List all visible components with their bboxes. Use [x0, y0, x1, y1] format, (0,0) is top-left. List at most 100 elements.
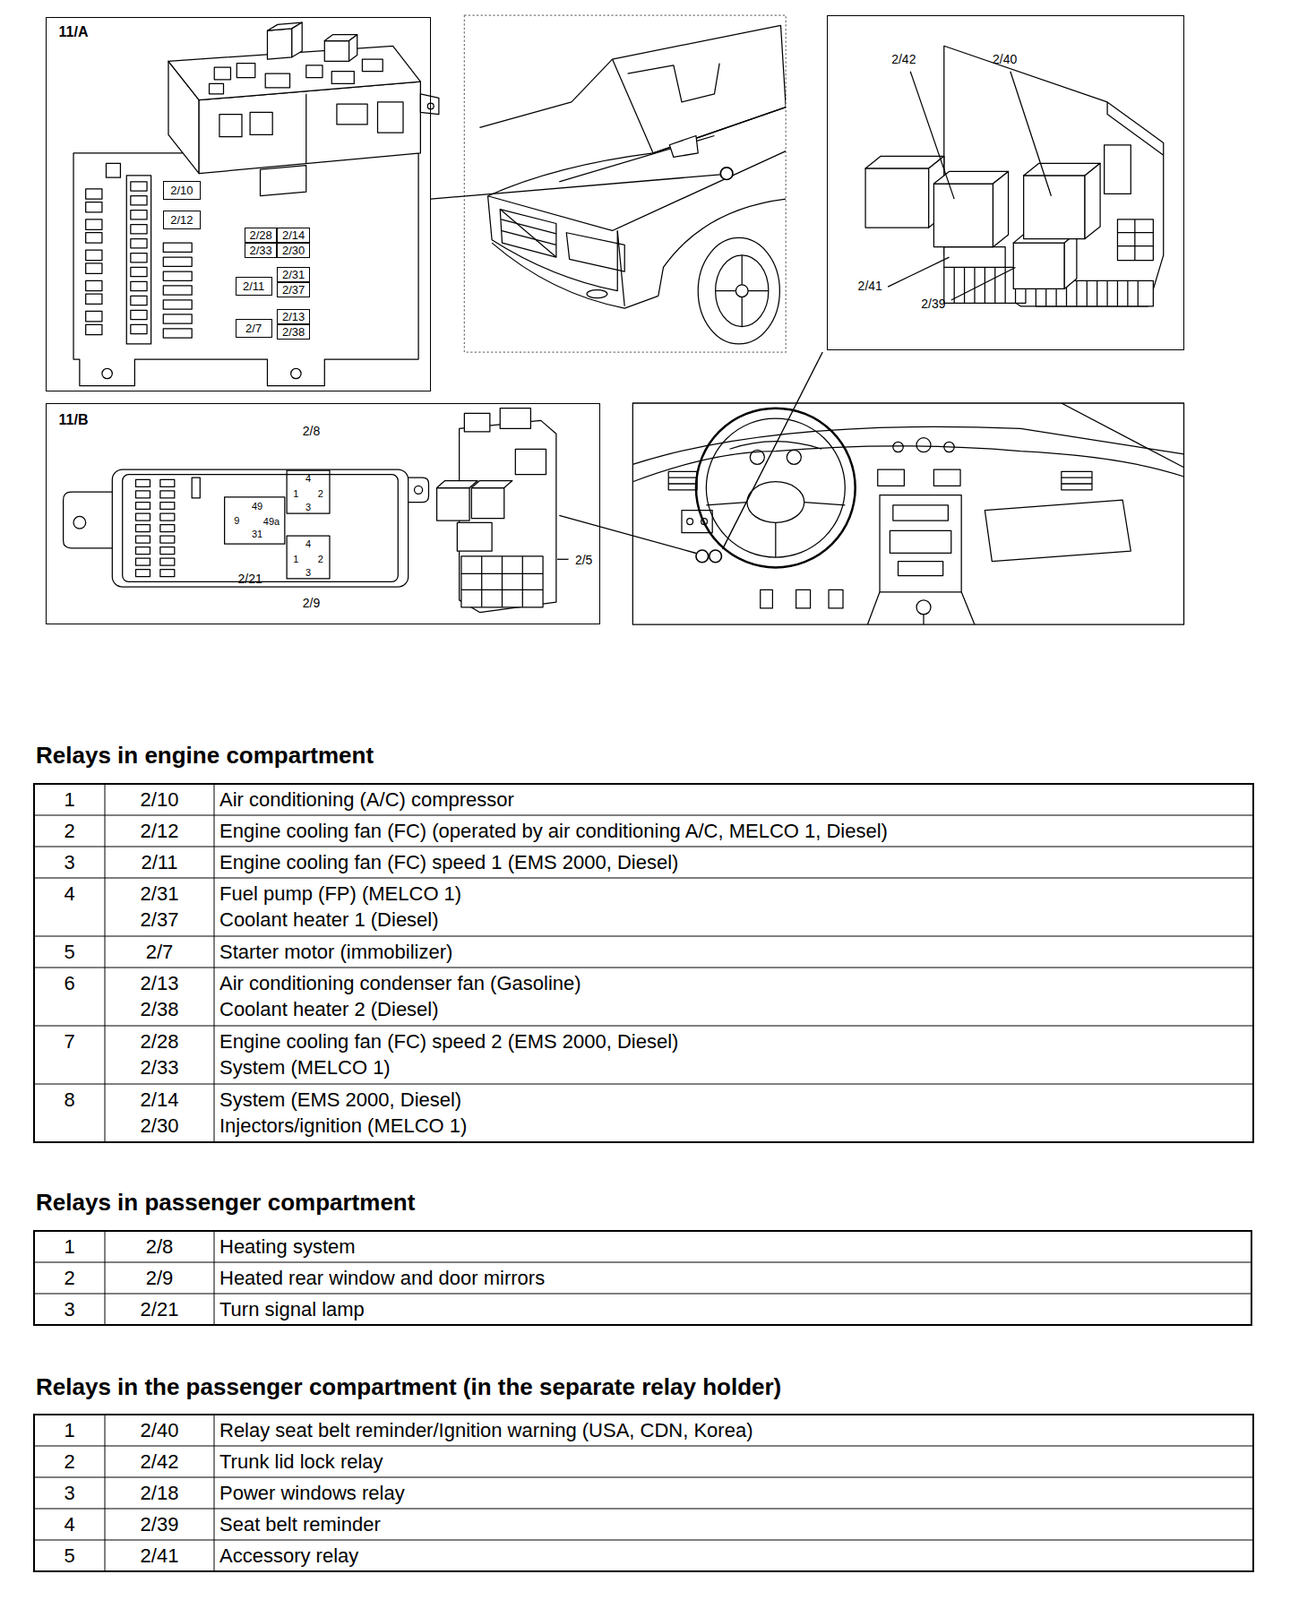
- leader-line: [722, 352, 824, 550]
- car-illustration: [499, 209, 557, 258]
- dashboard-illustration: [705, 502, 845, 559]
- fuse-box-layout: [130, 239, 147, 249]
- relay-code: 2/10: [140, 788, 180, 811]
- fuse-box-layout: [136, 558, 151, 566]
- relay-callout: 2/8: [302, 423, 320, 439]
- row-number: 1: [63, 788, 75, 811]
- fuse-box-layout: [160, 558, 175, 566]
- relay-holder: [1104, 145, 1132, 195]
- table-grid: [34, 783, 1254, 1143]
- dashboard-illustration: [916, 438, 931, 453]
- relay-function: Seat belt reminder: [219, 1513, 381, 1536]
- leader-line: [887, 257, 949, 287]
- relay-function: Coolant heater 2 (Diesel): [219, 997, 439, 1021]
- table-rule: [34, 1445, 1254, 1447]
- relay-code: 2/40: [140, 1419, 180, 1442]
- fuse-box-layout: [126, 175, 151, 344]
- relay-function: Air conditioning condenser fan (Gasoline…: [219, 971, 582, 995]
- relay-function: Relay seat belt reminder/Ignition warnin…: [219, 1419, 753, 1442]
- relay-function: Injectors/ignition (MELCO 1): [219, 1114, 467, 1137]
- table-heading: Relays in engine compartment: [35, 742, 374, 770]
- relay-position-box: 2/11: [235, 276, 273, 296]
- fuse-box-layout: [160, 524, 175, 533]
- fuse-box-layout: [163, 271, 192, 281]
- dashboard-illustration: [696, 550, 709, 563]
- fuse-box-layout: [136, 524, 151, 533]
- relay-holder: [1117, 219, 1153, 261]
- fuse-box-layout: [86, 249, 103, 260]
- relay-code: 2/7: [146, 940, 174, 964]
- row-number: 4: [63, 882, 75, 905]
- relay-number: 2/31: [282, 268, 305, 281]
- row-number: 5: [63, 940, 75, 964]
- fuse-box-layout: [130, 253, 147, 263]
- relay-function: Engine cooling fan (FC) speed 1 (EMS 200…: [219, 851, 679, 874]
- figure-panel: 11/B: [45, 403, 601, 625]
- relay-holder: [992, 171, 1008, 247]
- relay-symbol: [286, 535, 330, 579]
- relay-code: 2/11: [140, 851, 178, 874]
- relay-position-box: 2/10: [163, 180, 201, 200]
- relay-function: Power windows relay: [219, 1481, 405, 1505]
- car-illustration: [735, 284, 749, 298]
- relay-position-box: 2/13: [276, 309, 310, 325]
- car-illustration: [715, 255, 769, 327]
- fuse-box-layout: [136, 569, 151, 577]
- relay-position-box: 2/12: [163, 210, 201, 230]
- relay-callout: 2/9: [302, 595, 320, 611]
- relay-box-3d: [471, 481, 513, 489]
- fuse-box-layout: [105, 163, 121, 178]
- fuse-box-layout: [130, 210, 147, 220]
- car-illustration: [491, 242, 659, 309]
- table-grid: [34, 1414, 1254, 1572]
- relay-code: 2/30: [140, 1114, 180, 1137]
- relay-function: Trunk lid lock relay: [219, 1450, 384, 1473]
- relay-holder: [954, 266, 1015, 303]
- fuse-box-3d: [427, 103, 434, 110]
- dashboard-illustration: [893, 441, 903, 452]
- relay-callout: 2/5: [575, 552, 593, 568]
- relay-callout: 2/40: [992, 52, 1017, 67]
- fuse-box-3d: [168, 22, 439, 197]
- car-illustration: [499, 209, 557, 258]
- leader-line: [1010, 71, 1052, 197]
- dashboard-illustration: [879, 495, 962, 593]
- pin-number: 3: [305, 567, 311, 579]
- dashboard-illustration: [687, 518, 694, 525]
- row-number: 2: [63, 1450, 75, 1473]
- pin-number: 2: [318, 488, 324, 500]
- fuse-box-layout: [122, 474, 399, 583]
- fuse-box-layout: [160, 535, 175, 543]
- fuse-box-layout: [191, 477, 200, 499]
- fuse-box-layout: [160, 569, 175, 577]
- relay-code: 2/21: [140, 1298, 180, 1321]
- relay-position-box: 2/38: [276, 324, 310, 340]
- car-illustration: [669, 136, 698, 158]
- pin-number: 1: [292, 488, 299, 500]
- fuse-box-3d: [265, 73, 290, 88]
- relay-position-box: 2/37: [276, 282, 310, 298]
- fuse-box-layout: [160, 547, 175, 555]
- fuse-box-layout: [130, 281, 147, 291]
- car-illustration: [488, 153, 654, 197]
- relay-code: 2/9: [146, 1266, 174, 1290]
- fuse-box-3d: [336, 103, 368, 125]
- fuse-box-layout: [163, 328, 192, 338]
- relay-function: Starter motor (immobilizer): [219, 940, 453, 964]
- figure-panel: 11/A2/102/122/282/142/332/302/112/312/37…: [45, 17, 430, 392]
- table-rule: [34, 877, 1254, 879]
- fuse-box-layout: [160, 479, 175, 487]
- fuse-box-layout: [111, 469, 408, 587]
- fuse-box-3d: [214, 67, 231, 80]
- relay-code: 2/13: [140, 971, 180, 995]
- pin-number: 31: [251, 527, 263, 540]
- pin-number: 9: [233, 515, 240, 527]
- row-number: 2: [63, 819, 75, 843]
- row-number: 8: [63, 1088, 75, 1111]
- relay-function: Engine cooling fan (FC) speed 2 (EMS 200…: [219, 1030, 679, 1053]
- fuse-box-layout: [163, 300, 192, 310]
- table-heading: Relays in the passenger compartment (in …: [35, 1374, 782, 1402]
- dashboard-illustration: [828, 589, 843, 609]
- car-illustration: [500, 230, 557, 245]
